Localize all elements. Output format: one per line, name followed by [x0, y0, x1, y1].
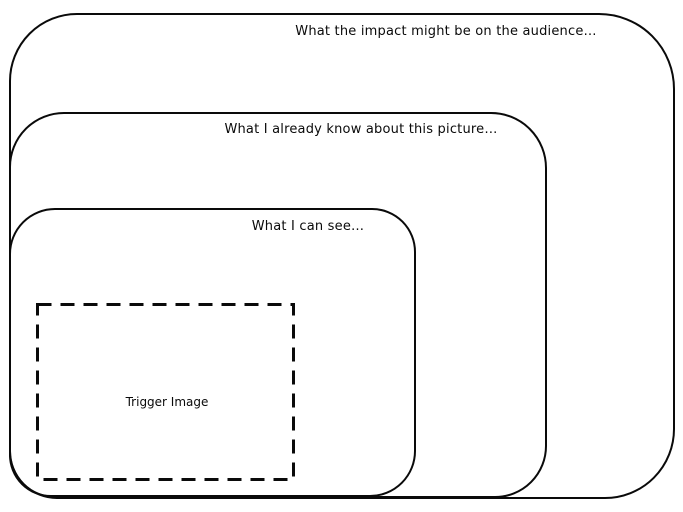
- trigger-image-label: Trigger Image: [125, 395, 209, 409]
- dashed-border-icon: [36, 303, 295, 481]
- trigger-image-box: Trigger Image: [36, 303, 295, 481]
- frame-prior-knowledge-label: What I already know about this picture…: [224, 122, 498, 137]
- frame-can-see-label: What I can see…: [251, 219, 365, 234]
- frame-audience-label: What the impact might be on the audience…: [295, 24, 597, 39]
- frame-can-see: What I can see…: [9, 208, 416, 497]
